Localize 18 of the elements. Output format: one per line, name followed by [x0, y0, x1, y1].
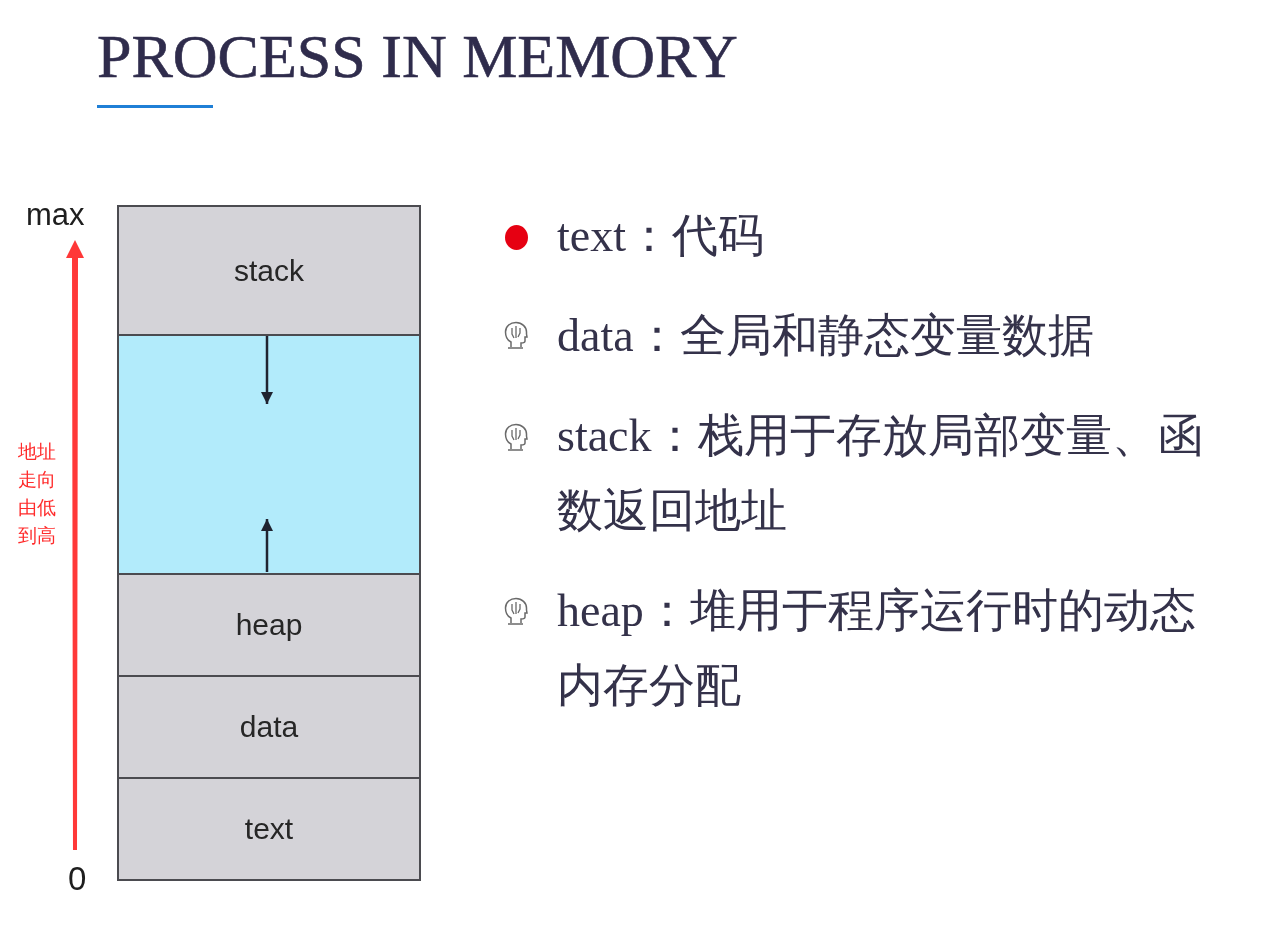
- slide-title: PROCESS IN MEMORY: [97, 25, 738, 87]
- memory-segment: [117, 777, 421, 881]
- bullet-text: data：全局和静态变量数据: [557, 309, 1095, 363]
- segment-label: data: [239, 709, 299, 745]
- segment-label: heap: [235, 607, 303, 643]
- annotation-text: 地址走向由低到高: [18, 440, 57, 548]
- memory-segment: [117, 334, 421, 575]
- memory-segment: [117, 573, 421, 677]
- segment-label: text: [244, 811, 294, 847]
- bullet-text: heap：堆用于程序运行时的动态内存分配: [557, 584, 1197, 713]
- segment-label: stack: [234, 252, 304, 289]
- axis-label: 0: [68, 862, 87, 895]
- memory-segment: [117, 205, 421, 336]
- bullet-text: stack：栈用于存放局部变量、函数返回地址: [557, 409, 1205, 538]
- memory-segment: [117, 675, 421, 779]
- bullet-text: text：代码: [557, 209, 765, 263]
- axis-label: max: [26, 199, 85, 230]
- arrow: [261, 519, 273, 572]
